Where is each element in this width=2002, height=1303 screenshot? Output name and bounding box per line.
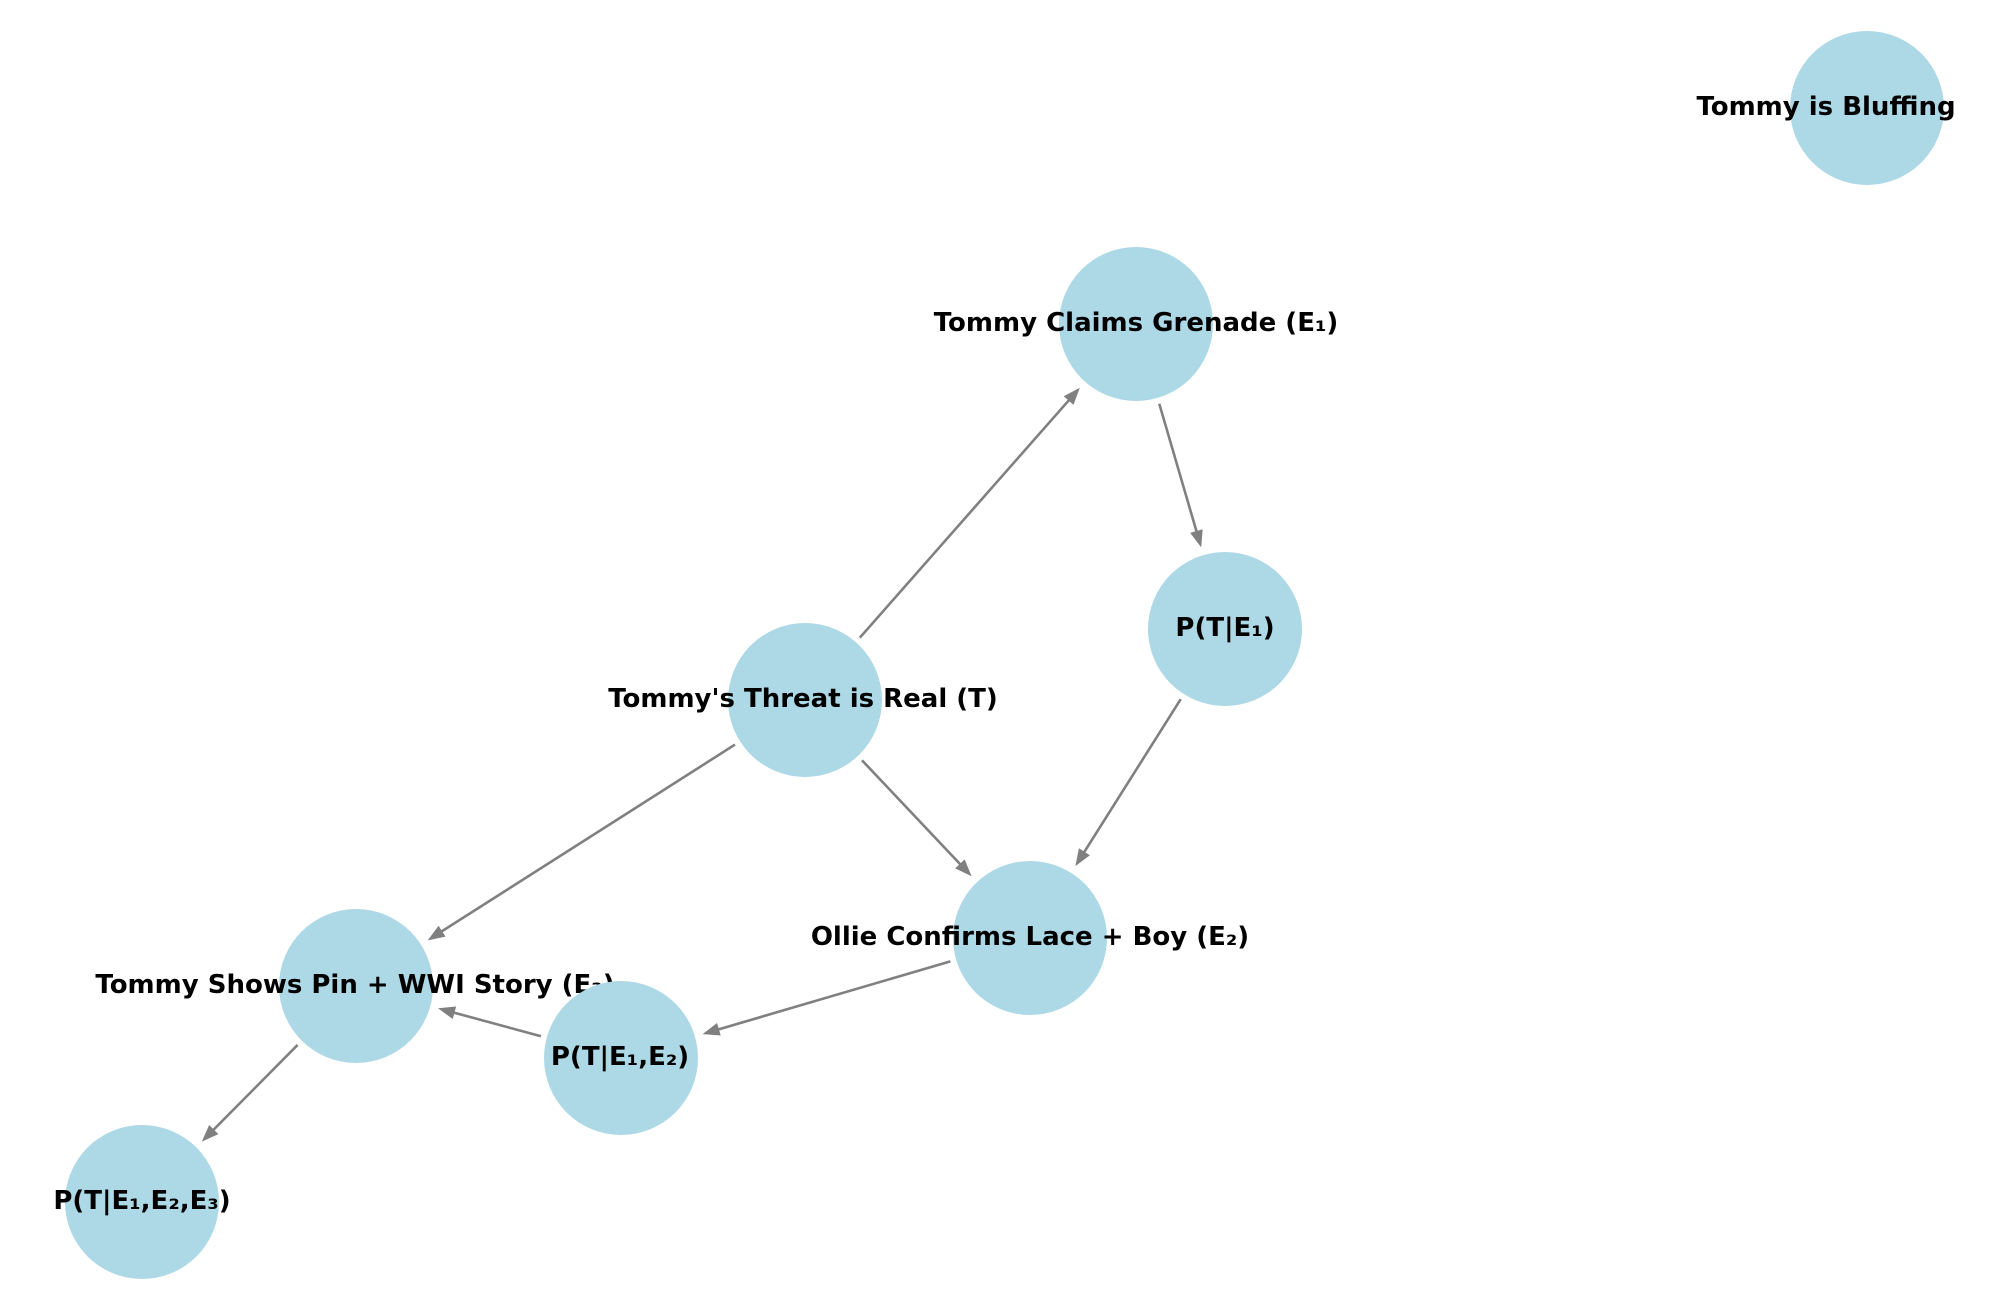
- node-e3: Tommy Shows Pin + WWI Story (E₃): [95, 909, 615, 1063]
- arrowhead-icon: [438, 1006, 457, 1020]
- edge-pt_e1-to-e2: [1075, 698, 1182, 867]
- node-label: Tommy's Threat is Real (T): [608, 684, 998, 714]
- node-label: Tommy Claims Grenade (E₁): [934, 308, 1338, 338]
- edge-line: [1158, 403, 1199, 534]
- node-e1: Tommy Claims Grenade (E₁): [934, 247, 1338, 401]
- edges-layer: [201, 387, 1203, 1142]
- node-circle: [953, 861, 1107, 1015]
- nodes-layer: Tommy is Bluffing Tommy Claims Grenade (…: [53, 31, 1956, 1279]
- edge-t-to-e3: [427, 743, 736, 941]
- edge-line: [861, 759, 963, 867]
- edge-line: [439, 743, 736, 934]
- node-label: Tommy is Bluffing: [1696, 92, 1955, 122]
- node-e2: Ollie Confirms Lace + Boy (E₂): [811, 861, 1249, 1015]
- edge-line: [211, 1044, 299, 1132]
- node-t: Tommy's Threat is Real (T): [608, 623, 998, 777]
- node-circle: [65, 1125, 219, 1279]
- node-circle: [279, 909, 433, 1063]
- edge-line: [452, 1010, 542, 1038]
- arrowhead-icon: [702, 1023, 721, 1036]
- arrowhead-icon: [427, 925, 446, 941]
- edge-e3-to-pt_e1e2e3: [201, 1044, 299, 1142]
- node-circle: [1790, 31, 1944, 185]
- node-bluffing: Tommy is Bluffing: [1696, 31, 1956, 185]
- arrowhead-icon: [1190, 529, 1203, 548]
- edge-t-to-e1: [858, 387, 1080, 639]
- node-circle: [544, 981, 698, 1135]
- node-circle: [1148, 552, 1302, 706]
- node-circle: [728, 623, 882, 777]
- edge-e2-to-pt_e1e2: [702, 960, 951, 1036]
- edge-pt_e1e2-to-e3: [438, 1006, 542, 1038]
- node-pt-e1: P(T|E₁): [1148, 552, 1302, 706]
- node-label: Ollie Confirms Lace + Boy (E₂): [811, 922, 1249, 952]
- arrowhead-icon: [201, 1124, 219, 1142]
- edge-line: [1082, 698, 1182, 855]
- node-label: P(T|E₁,E₂,E₃): [53, 1186, 230, 1216]
- arrowhead-icon: [1075, 848, 1090, 867]
- node-pt-e1e2e3: P(T|E₁,E₂,E₃): [53, 1125, 231, 1279]
- arrowhead-icon: [1063, 387, 1080, 405]
- edge-line: [858, 398, 1071, 639]
- arrowhead-icon: [955, 859, 972, 877]
- node-circle: [1059, 247, 1213, 401]
- edge-t-to-e2: [861, 759, 972, 877]
- node-label: P(T|E₁): [1175, 613, 1274, 643]
- node-pt-e1e2: P(T|E₁,E₂): [544, 981, 698, 1135]
- node-label: P(T|E₁,E₂): [551, 1042, 689, 1072]
- node-label: Tommy Shows Pin + WWI Story (E₃): [95, 970, 614, 1000]
- edge-e1-to-pt_e1: [1158, 403, 1203, 548]
- edge-line: [716, 960, 951, 1032]
